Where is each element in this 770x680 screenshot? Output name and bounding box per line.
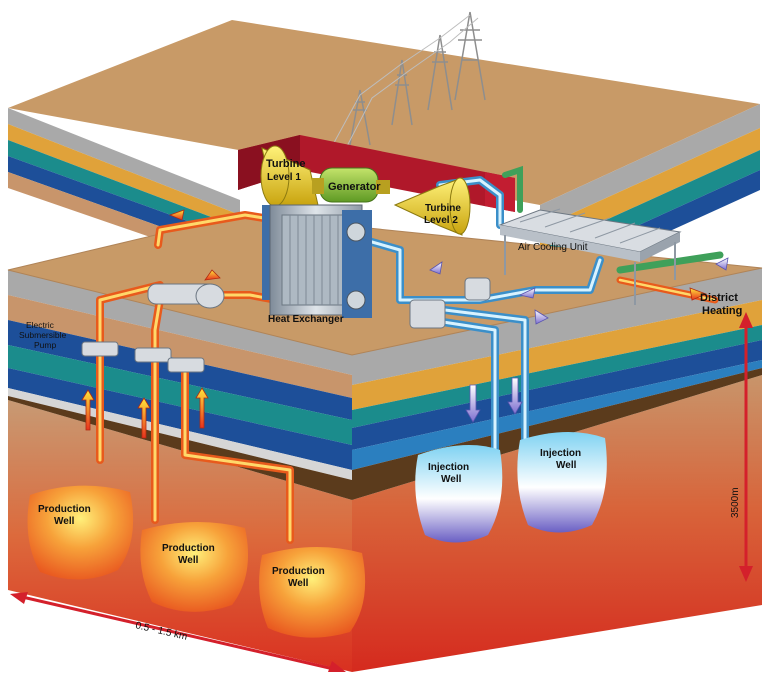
generator <box>312 167 390 203</box>
cold-flow-arrows <box>429 257 729 423</box>
pump-label-line1: Electric <box>26 320 55 330</box>
generator-label: Generator <box>328 181 381 193</box>
span-dimension <box>10 592 346 672</box>
turbine-level-2-label-line1: Turbine <box>425 203 461 214</box>
production-well-1-label-line2: Well <box>54 516 75 527</box>
heat-exchanger-label: Heat Exchanger <box>268 314 344 325</box>
power-line-towers <box>329 11 486 151</box>
production-well-2-label-line1: Production <box>162 543 215 554</box>
air-cooling-unit <box>498 208 682 305</box>
production-well-1 <box>27 485 134 580</box>
production-well-3-label-line1: Production <box>272 566 325 577</box>
hot-flow-arrows <box>81 209 708 439</box>
pump-label-line3: Pump <box>34 340 56 350</box>
pump-label-line2: Submersible <box>19 330 67 340</box>
turbine-level-2-label-line2: Level 2 <box>424 215 458 226</box>
turbine-level-2 <box>393 177 471 236</box>
depth-label: 3500m <box>730 487 741 518</box>
production-well-2-label-line2: Well <box>178 555 199 566</box>
turbine-level-1-label-line2: Level 1 <box>267 172 301 183</box>
injection-well-2 <box>517 431 607 533</box>
production-well-3-label-line2: Well <box>288 578 309 589</box>
production-well-1-label-line1: Production <box>38 504 91 515</box>
injection-well-2-label-line1: Injection <box>540 448 581 459</box>
submersible-pumps <box>81 277 491 373</box>
injection-well-2-label-line2: Well <box>556 460 577 471</box>
district-heating-label-line2: Heating <box>702 305 742 317</box>
injection-well-1-label-line1: Injection <box>428 462 469 473</box>
turbine-level-1 <box>260 145 319 207</box>
injection-well-1 <box>415 445 503 543</box>
production-well-3 <box>259 546 366 638</box>
injection-well-1-label-line2: Well <box>441 474 462 485</box>
air-cooling-unit-label: Air Cooling Unit <box>518 242 588 253</box>
district-heating-label-line1: District <box>700 292 738 304</box>
heat-exchanger <box>262 204 372 318</box>
turbine-level-1-label-line1: Turbine <box>266 158 306 170</box>
production-well-2 <box>140 521 249 612</box>
depth-dimension <box>739 312 753 582</box>
